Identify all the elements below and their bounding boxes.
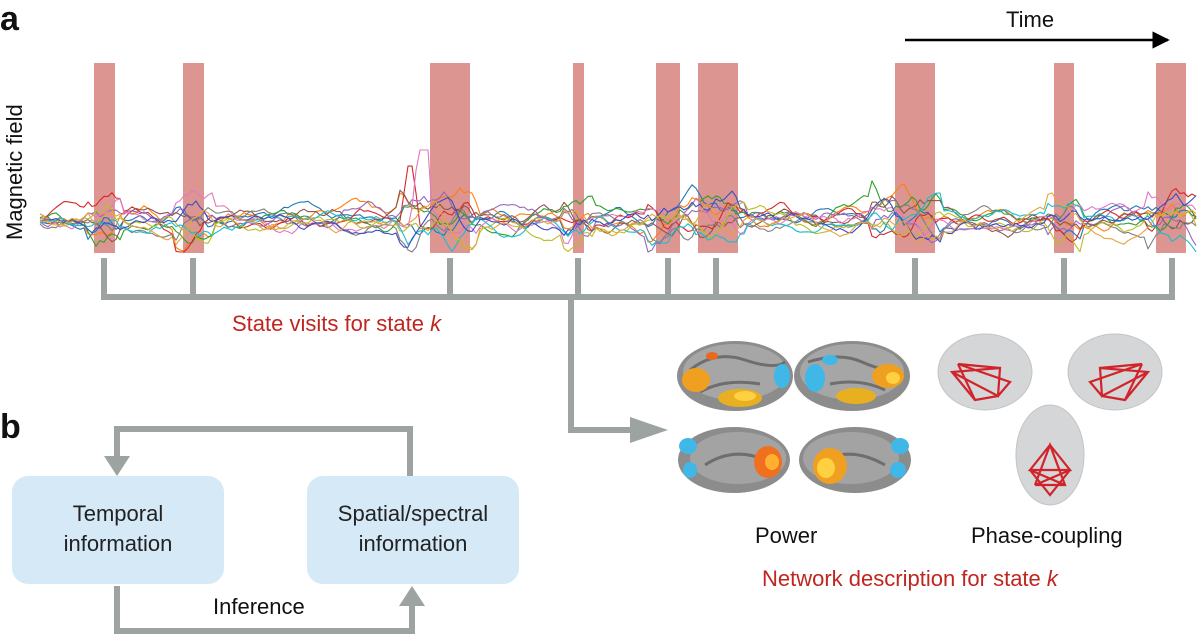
magnetic-field-traces [39,149,1197,253]
state-visits-connector [101,258,1175,433]
signal-trace [39,190,1197,248]
temporal-information-box [12,476,224,584]
inference-loop-arrows [114,426,415,634]
phase-coupling-brain-maps [937,333,1163,506]
spatial-box-line2: information [359,531,468,556]
phase-coupling-label: Phase-coupling [971,523,1123,548]
signal-trace [39,180,1197,247]
temporal-box-line1: Temporal [73,501,163,526]
inference-label: Inference [213,594,305,619]
spatial-spectral-information-box [307,476,519,584]
loop-bottom-arrowhead [399,586,425,606]
signal-trace [39,192,1197,253]
brain-medial-right [799,427,911,493]
state-visits-label: State visits for state k [232,311,442,336]
state-band-8 [1054,63,1074,253]
state-band-9 [1156,63,1186,253]
loop-bottom-path [114,586,415,634]
brain-lateral-left [677,341,793,411]
spatial-box-line1: Spatial/spectral [338,501,488,526]
glass-brain-top [1015,404,1085,506]
loop-top-path [114,426,413,476]
glass-brain-left [937,333,1033,411]
loop-top-arrowhead [104,456,130,476]
glass-brain-right [1067,333,1163,411]
brain-lateral-right [794,341,910,411]
temporal-box-line2: information [64,531,173,556]
power-brain-maps [677,341,911,493]
connector-down-path [568,297,632,433]
connector-arrowhead [630,417,668,443]
power-label: Power [755,523,817,548]
network-description-label: Network description for state k [762,566,1059,591]
time-label: Time [1006,7,1054,32]
signal-trace [39,192,1197,251]
panel-b-letter: b [0,408,21,446]
panel-a-letter: a [0,0,20,38]
signal-trace [39,183,1197,252]
signal-trace [39,149,1197,245]
y-axis-label: Magnetic field [2,104,27,240]
brain-medial-left [678,427,790,493]
state-band-4 [573,63,584,253]
state-band-1 [94,63,115,253]
